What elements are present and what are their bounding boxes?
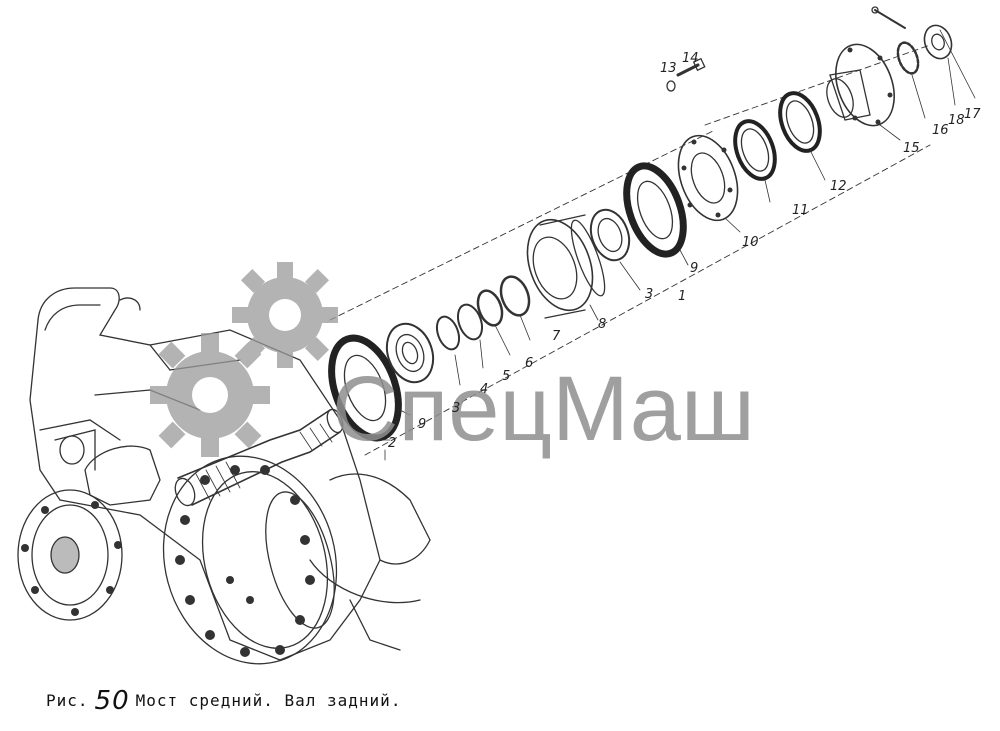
- callout-9-right: 9: [690, 261, 698, 276]
- flange-part-15: [826, 43, 895, 127]
- watermark-logo: [150, 262, 338, 457]
- cotter-pin-part-17: [871, 6, 906, 29]
- caption-prefix: Рис.: [46, 691, 89, 710]
- callout-13: 13: [660, 61, 677, 76]
- nut-part-18: [923, 24, 953, 60]
- caption-text: Мост средний. Вал задний.: [135, 691, 402, 710]
- callout-6: 6: [525, 356, 533, 371]
- gasket-part-9-right: [623, 162, 687, 258]
- callout-15: 15: [903, 141, 920, 156]
- callout-4: 4: [480, 382, 488, 397]
- gasket-part-9-left: [328, 334, 402, 442]
- callout-7: 7: [552, 329, 561, 344]
- rings-parts-4-7: [435, 275, 531, 351]
- callout-16: 16: [932, 123, 949, 138]
- bearing-part-3-left: [385, 322, 435, 384]
- callout-12: 12: [830, 179, 847, 194]
- assembly-axis: [329, 44, 931, 456]
- seal-part-11: [733, 119, 777, 181]
- bearing-part-3-right: [589, 208, 631, 262]
- callout-11: 11: [792, 203, 809, 218]
- cover-part-8: [526, 214, 606, 319]
- callout-2: 2: [388, 436, 396, 451]
- lock-washer-part-16: [896, 41, 920, 75]
- rear-shaft-part-2: [174, 408, 344, 507]
- washer-part-13: [666, 80, 676, 92]
- bolt-part-14: [676, 57, 706, 77]
- callout-18: 18: [948, 113, 965, 128]
- caption-figure-number: 50: [94, 686, 130, 716]
- callout-17: 17: [964, 107, 981, 122]
- callout-1: 1: [678, 289, 686, 304]
- leader-lines: [371, 29, 976, 441]
- callout-14: 14: [682, 51, 699, 66]
- callout-5: 5: [502, 369, 510, 384]
- callout-3-left: 3: [452, 401, 460, 416]
- callout-9-left: 9: [418, 417, 426, 432]
- watermark-text: СпецМаш: [332, 358, 755, 460]
- part-callouts: 1 2 3 3 4 5 6 7 8 9 9 10 11 12 13 14 15 …: [388, 51, 981, 451]
- figure-caption: Рис. 50 Мост средний. Вал задний.: [46, 686, 401, 716]
- flange-part-10: [677, 134, 739, 222]
- callout-8: 8: [598, 317, 606, 332]
- callout-10: 10: [742, 235, 759, 250]
- callout-3-right: 3: [645, 287, 653, 302]
